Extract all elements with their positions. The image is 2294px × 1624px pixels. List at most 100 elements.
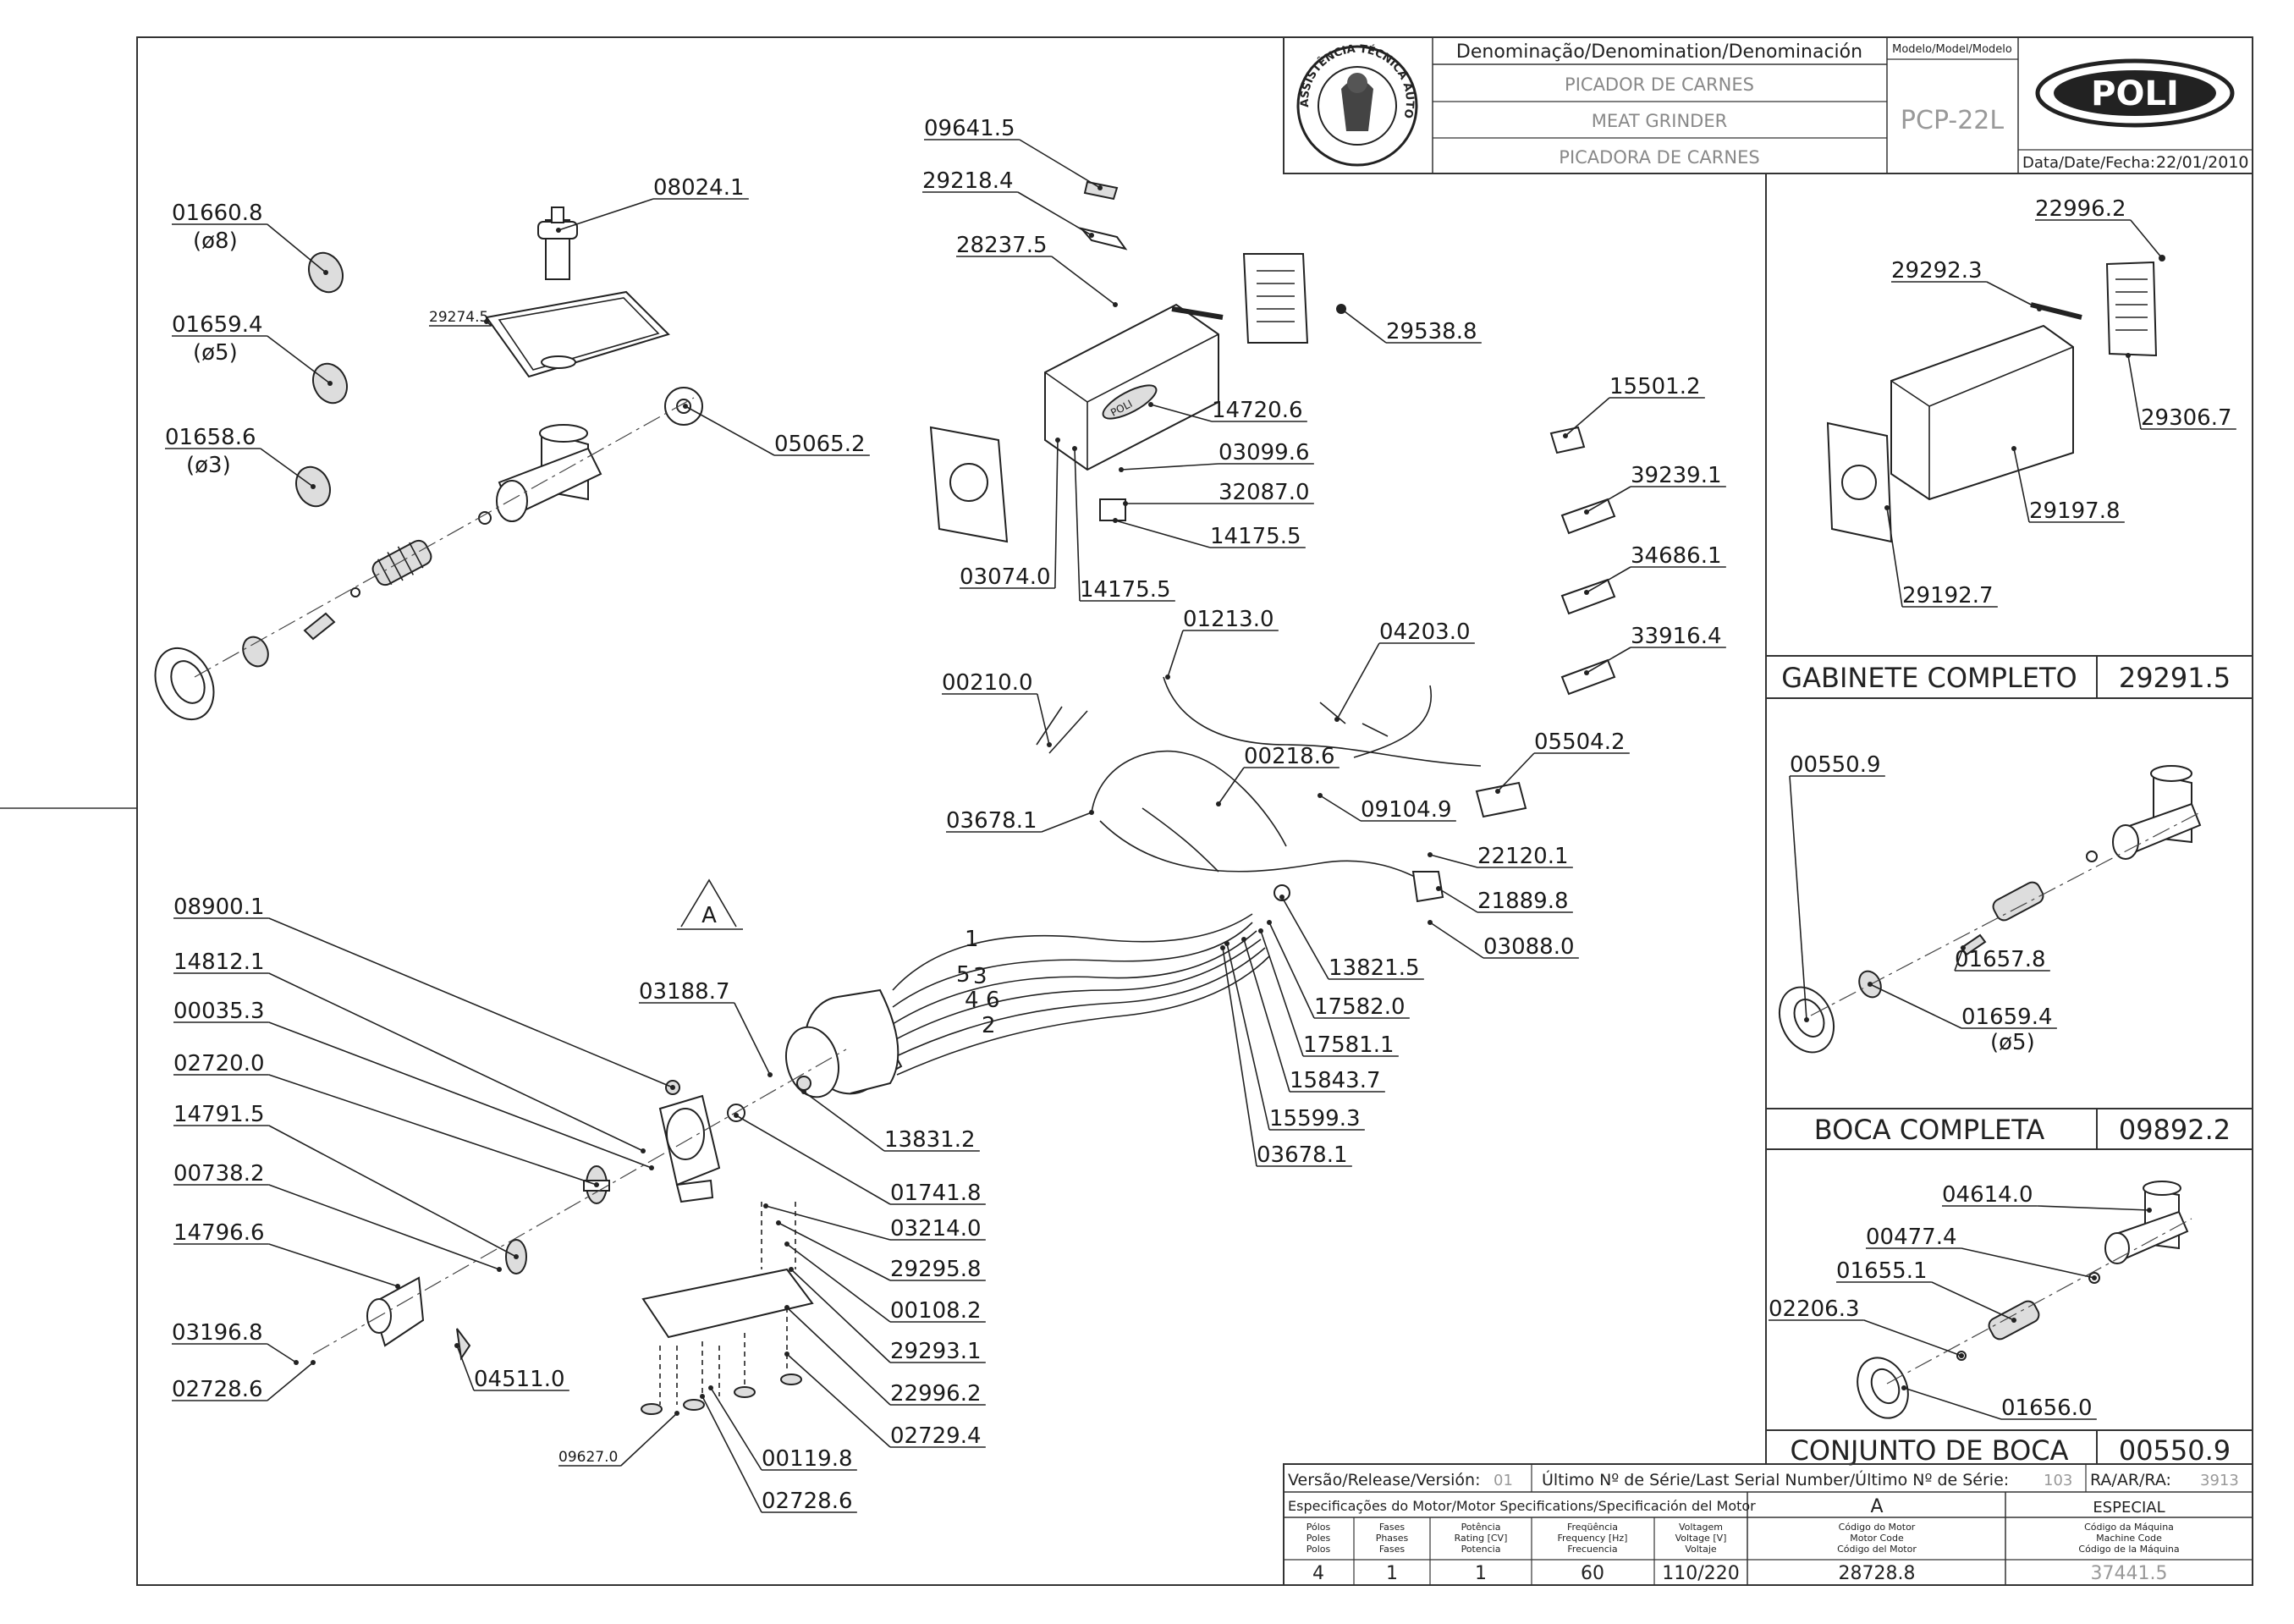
svg-text:Poles: Poles — [1307, 1533, 1331, 1544]
leader-line — [1340, 308, 1387, 344]
leader-dot — [454, 1343, 459, 1348]
leader-dot — [1495, 789, 1500, 794]
leader-dot — [801, 1089, 806, 1094]
leader-dot — [734, 1113, 739, 1118]
wire-number: 2 — [982, 1013, 996, 1038]
leader-line — [620, 1412, 678, 1467]
part-label-main-28237-5: 28237.5 — [956, 233, 1048, 258]
svg-text:Phases: Phases — [1376, 1533, 1409, 1544]
part-label-main-22996-2: 22996.2 — [890, 1381, 982, 1407]
leader-dot — [484, 319, 489, 324]
svg-text:Fases: Fases — [1379, 1544, 1406, 1555]
part-label-gabinete-29292-3: 29292.3 — [1891, 258, 1983, 284]
leader-dot — [594, 1182, 599, 1187]
part-label-main-02728-6: 02728.6 — [172, 1377, 263, 1402]
grinder-head-assembly — [154, 206, 703, 721]
leader-line — [260, 448, 314, 487]
part-label-main-02729-4: 02729.4 — [890, 1423, 982, 1449]
leader-line — [685, 405, 775, 456]
svg-text:Freqüência: Freqüência — [1567, 1522, 1618, 1533]
leader-line — [1037, 693, 1050, 746]
leader-dot — [514, 1254, 519, 1259]
part-label-boca-00550-9: 00550.9 — [1790, 752, 1881, 778]
leader-line — [1869, 983, 1962, 1029]
part-label-main-01659-4: 01659.4 — [172, 312, 263, 338]
part-label-conjunto-04614-0: 04614.0 — [1942, 1182, 2033, 1208]
assembly-titles: GABINETE COMPLETO 29291.5 BOCA COMPLETA … — [1781, 656, 2231, 1467]
leader-line — [1054, 439, 1059, 589]
name-es: PICADORA DE CARNES — [1559, 147, 1759, 168]
part-label-main-15599-3: 15599.3 — [1269, 1106, 1361, 1131]
leader-dot — [323, 270, 328, 275]
leader-dot — [674, 1411, 679, 1416]
leader-dot — [395, 1284, 400, 1289]
part-label-gabinete-29192-7: 29192.7 — [1902, 583, 1994, 608]
leader-line — [1281, 896, 1329, 980]
leader-dot — [1428, 852, 1433, 857]
leader-dot — [1165, 674, 1170, 680]
leader-dot — [2159, 256, 2165, 261]
part-label-conjunto-01655-1: 01655.1 — [1836, 1258, 1928, 1284]
part-label-main-00218-6: 00218.6 — [1244, 744, 1335, 769]
leader-dot — [784, 1351, 789, 1357]
leader-line — [268, 1021, 652, 1169]
leader-dot — [1113, 518, 1118, 523]
svg-text:Frecuencia: Frecuencia — [1567, 1544, 1617, 1555]
leader-line — [267, 335, 331, 384]
leader-dot — [327, 381, 333, 386]
part-label-main-03196-8: 03196.8 — [172, 1320, 263, 1346]
wire-number: 1 — [965, 927, 979, 952]
leader-line — [267, 1343, 297, 1363]
wire-number: 3 — [973, 964, 987, 989]
leader-line — [1051, 256, 1116, 306]
leader-dot — [1959, 1353, 1964, 1358]
leader-line — [1243, 939, 1290, 1093]
model-header: Modelo/Model/Modelo — [1892, 43, 2012, 56]
svg-text:Código da Máquina: Código da Máquina — [2084, 1522, 2174, 1533]
leader-line — [1268, 922, 1315, 1019]
leader-line — [1017, 191, 1092, 236]
leader-line — [786, 1243, 891, 1323]
ra-value: 3913 — [2200, 1472, 2239, 1489]
motor-code-value: 28728.8 — [1839, 1563, 1916, 1584]
leader-line — [268, 972, 644, 1152]
part-label-main-03088-0: 03088.0 — [1483, 934, 1575, 960]
leader-line — [558, 198, 654, 231]
leader-dot — [2037, 306, 2042, 311]
svg-text:Rating [CV]: Rating [CV] — [1455, 1533, 1508, 1544]
leader-dot — [1436, 886, 1441, 891]
spec-values: 4 1 1 60 110/220 28728.8 37441.5 — [1312, 1563, 2167, 1584]
version-label: Versão/Release/Versión: — [1288, 1471, 1481, 1489]
boca-title: BOCA COMPLETA — [1814, 1114, 2045, 1146]
name-en: MEAT GRINDER — [1592, 111, 1727, 131]
leader-dot — [1267, 920, 1272, 925]
leader-dot — [1884, 505, 1890, 510]
version-value: 01 — [1494, 1472, 1513, 1489]
svg-text:Potência: Potência — [1461, 1522, 1501, 1533]
poles-value: 4 — [1312, 1563, 1324, 1584]
leader-line — [1586, 566, 1631, 593]
part-label-main-01213-0: 01213.0 — [1183, 607, 1274, 632]
leader-dot — [1961, 945, 1966, 950]
part-label-main-08024-1: 08024.1 — [653, 175, 745, 201]
svg-text:POLI: POLI — [2091, 74, 2179, 113]
conjunto-title: CONJUNTO DE BOCA — [1790, 1434, 2068, 1467]
svg-text:Potencia: Potencia — [1461, 1544, 1501, 1555]
model-code: PCP-22L — [1901, 106, 2004, 135]
leader-dot — [1047, 742, 1052, 747]
leader-dot — [1224, 941, 1230, 946]
serial-value: 103 — [2044, 1472, 2072, 1489]
leader-line — [1260, 930, 1304, 1057]
leader-dot — [1089, 810, 1094, 815]
leader-dot — [784, 1305, 789, 1310]
part-label-main-15501-2: 15501.2 — [1609, 374, 1701, 399]
leader-dot — [763, 1203, 768, 1208]
part-label-gabinete-29306-7: 29306.7 — [2141, 405, 2232, 431]
leader-line — [1226, 943, 1270, 1131]
leader-line — [1954, 947, 1964, 972]
leader-line — [1019, 139, 1101, 189]
svg-text:Voltage [V]: Voltage [V] — [1675, 1533, 1727, 1544]
leader-dot — [1584, 509, 1589, 515]
conjunto-code: 00550.9 — [2119, 1434, 2231, 1467]
